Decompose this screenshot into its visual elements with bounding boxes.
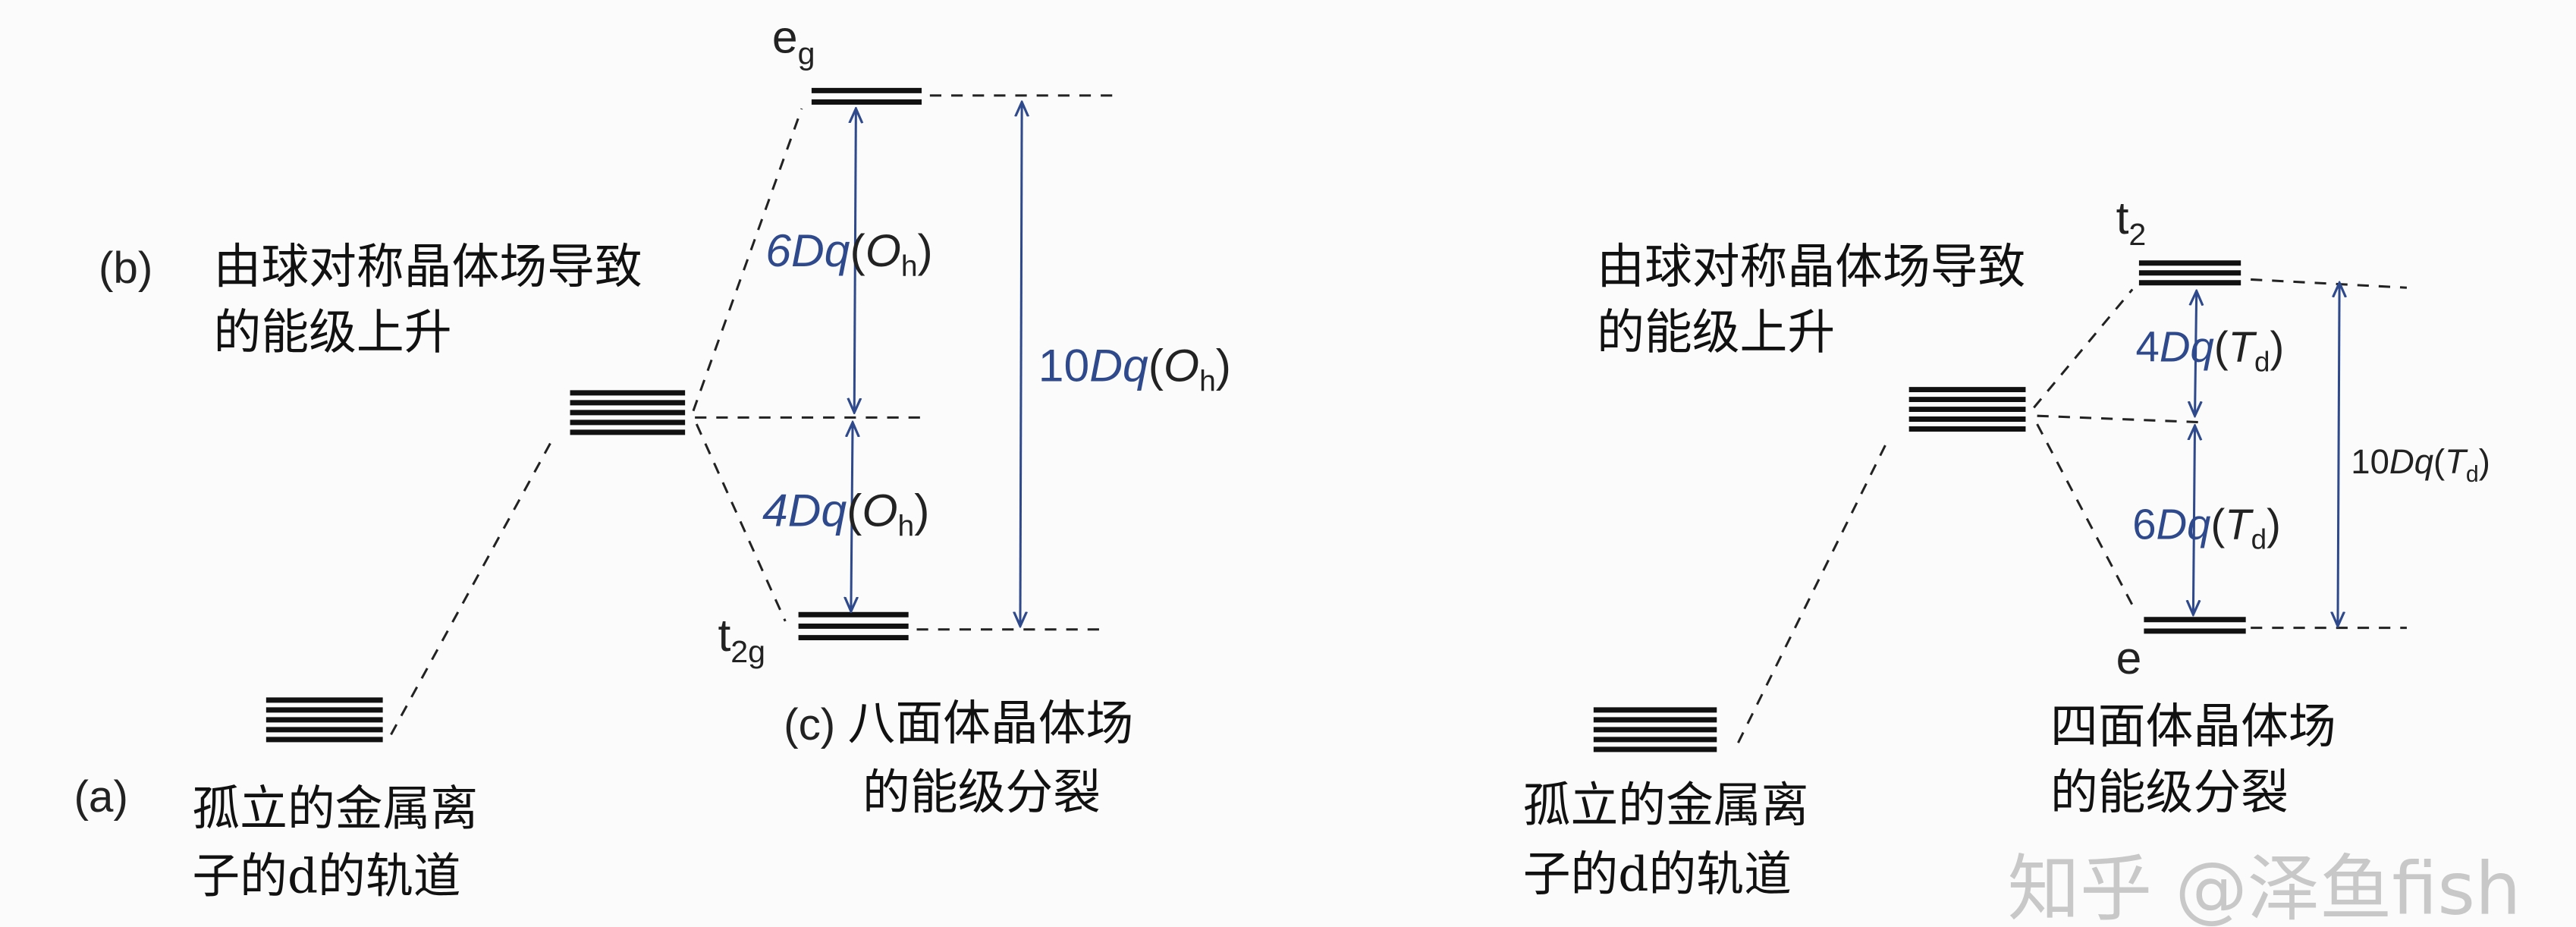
e-label: e — [2116, 632, 2142, 683]
isolated-d-levels — [1593, 707, 1717, 753]
tetrahedral-caption-line1: 四面体晶体场 — [2050, 699, 2336, 754]
tetrahedral-caption-line2: 的能级分裂 — [2050, 765, 2289, 820]
gap-arrows — [2193, 283, 2339, 627]
spherical-field-levels — [1908, 387, 2026, 432]
isolated-caption-line2: 子的d的轨道 — [192, 848, 460, 903]
isolated-caption-line1: 孤立的金属离 — [192, 781, 478, 836]
gap-4dq-td-label: 4Dq(Td) — [2136, 323, 2285, 378]
octahedral-diagram: eg t2g 6Dq(Oh) 4Dq(Oh) 10Dq(Oh) (b) 由球对称… — [74, 11, 1231, 904]
gap-6dq-td-label: 6Dq(Td) — [2132, 501, 2281, 555]
watermark: 知乎 @泽鱼fish — [2008, 847, 2521, 927]
isolated-caption-line2: 子的d的轨道 — [1523, 847, 1792, 902]
isolated-caption-line1: 孤立的金属离 — [1523, 778, 1809, 833]
tetrahedral-diagram: t2 e 4Dq(Td) 6Dq(Td) 10Dq(Td) 由球对称晶体场导致 … — [1523, 192, 2490, 902]
label-b: (b) — [99, 244, 152, 293]
gap-6dq-oh-label: 6Dq(Oh) — [765, 225, 932, 283]
gap-arrows — [851, 102, 1022, 627]
spherical-caption-line1: 由球对称晶体场导致 — [214, 239, 642, 294]
t2-levels — [2138, 260, 2241, 286]
connector-dashes — [1737, 278, 2408, 743]
e-levels — [2144, 617, 2246, 634]
gap-10dq-td-label: 10Dq(Td) — [2351, 442, 2490, 487]
eg-label: eg — [772, 11, 815, 71]
isolated-d-levels — [265, 697, 383, 743]
label-a: (a) — [74, 772, 127, 822]
connector-dashes — [390, 94, 1117, 736]
gap-10dq-oh-label: 10Dq(Oh) — [1038, 340, 1231, 398]
label-c: (c) — [784, 700, 835, 749]
octahedral-caption-line2: 的能级分裂 — [862, 765, 1101, 820]
gap-4dq-oh-label: 4Dq(Oh) — [762, 484, 929, 542]
spherical-caption-line2: 的能级上升 — [214, 304, 452, 360]
spherical-field-levels — [570, 390, 686, 435]
spherical-caption-line2: 的能级上升 — [1597, 304, 1835, 360]
octahedral-caption-line1: 八面体晶体场 — [848, 696, 1134, 751]
t2g-levels — [798, 611, 909, 641]
eg-levels — [811, 87, 922, 105]
spherical-caption-line1: 由球对称晶体场导致 — [1597, 239, 2025, 294]
t2g-label: t2g — [718, 609, 765, 669]
t2-label: t2 — [2116, 192, 2147, 252]
